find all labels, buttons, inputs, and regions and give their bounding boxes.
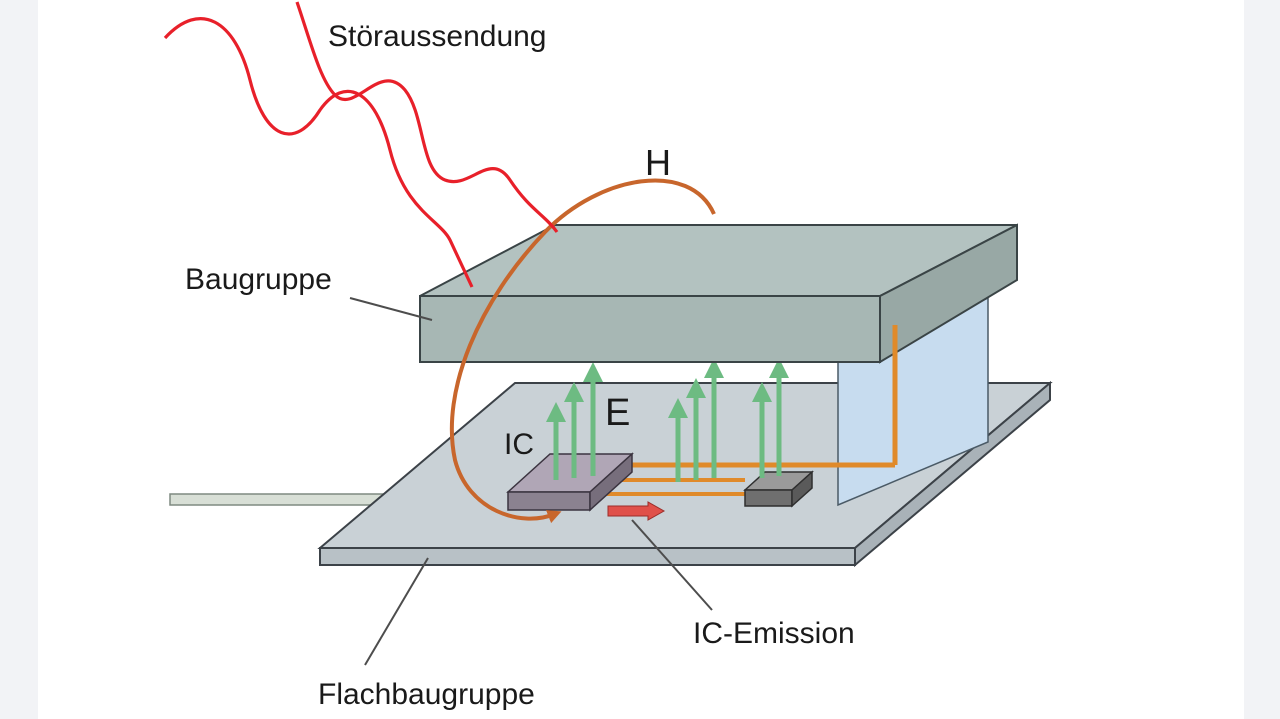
label-flachbaugruppe: Flachbaugruppe (318, 678, 535, 711)
emission-waves (163, 1, 559, 288)
leader-baugruppe (349, 297, 433, 321)
emission-wave (295, 1, 559, 233)
h-field-loop (449, 178, 716, 524)
cable-stub (169, 493, 386, 506)
leader-ic-emission (631, 519, 713, 611)
label-emission: Störaussendung (328, 20, 547, 53)
label-baugruppe: Baugruppe (185, 263, 332, 296)
ic-chip (506, 452, 634, 512)
leader-lines (349, 297, 713, 666)
e-field-arrows (546, 358, 789, 482)
label-h-field: H (645, 142, 671, 183)
emission-wave (163, 17, 474, 288)
top-plate (419, 223, 1018, 364)
label-e-field: E (605, 392, 630, 434)
label-ic-emission: IC-Emission (693, 617, 855, 650)
label-ic: IC (504, 428, 534, 461)
ic-emission-arrow (607, 501, 666, 521)
leader-flachbaugruppe (364, 557, 429, 666)
